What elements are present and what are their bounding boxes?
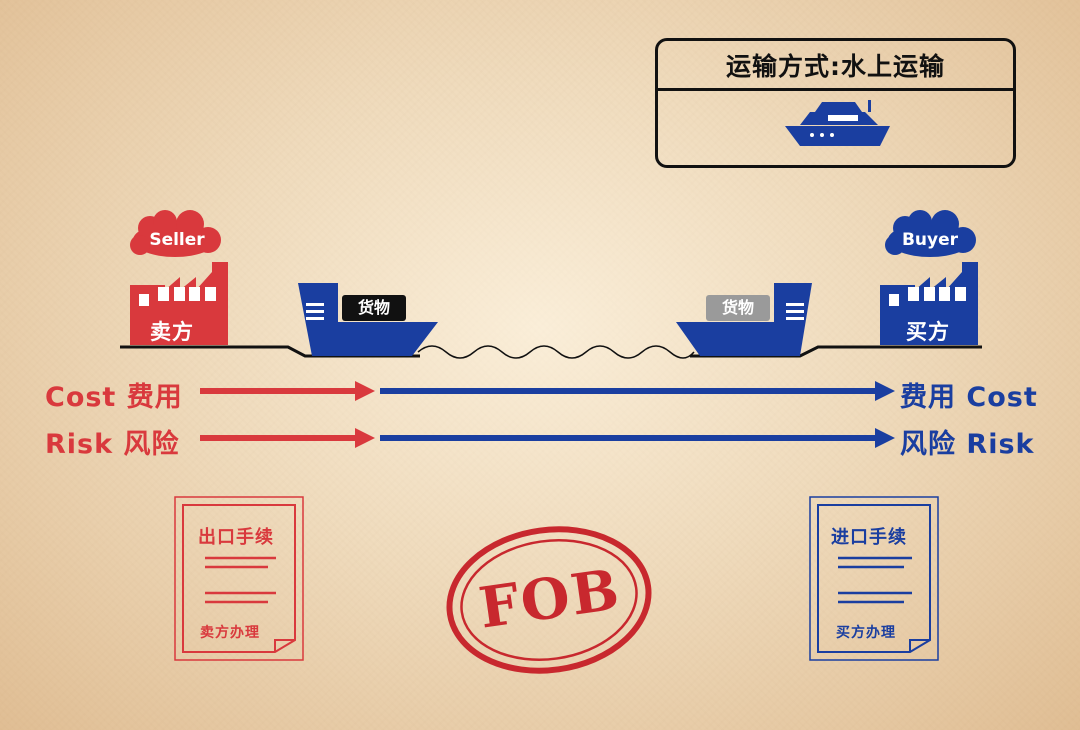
ship-icon [785,100,890,146]
right-cargo-label: 货物 [706,295,770,321]
export-doc-title: 出口手续 [198,527,274,548]
export-document [174,496,304,661]
buyer-label: 买方 [906,320,950,344]
import-doc-title: 进口手续 [831,527,907,548]
cost-label-left: Cost 费用 [45,382,183,413]
export-doc-footer: 卖方办理 [200,625,260,641]
risk-label-left: Risk 风险 [45,429,180,460]
buyer-cloud-label: Buyer [901,230,959,250]
fob-stamp [446,526,652,674]
cost-arrow [200,381,895,401]
box-divider [658,88,1013,91]
left-cargo-label: 货物 [342,295,406,321]
import-doc-footer: 买方办理 [836,625,896,641]
buyer-cloud-icon [885,210,976,257]
ground-lines [120,345,982,358]
risk-arrow [200,428,895,448]
cost-label-right: 费用 Cost [900,382,1038,413]
buyer-factory [880,262,978,345]
water-wave [417,345,695,359]
seller-factory [130,262,228,345]
transport-mode-box: 运输方式:水上运输 [655,38,1016,168]
right-ship [676,283,812,356]
import-document [809,496,939,661]
left-ship [298,283,438,356]
transport-mode-title: 运输方式:水上运输 [726,52,945,81]
seller-cloud-icon [130,210,221,257]
seller-label: 卖方 [150,320,194,344]
risk-label-right: 风险 Risk [900,429,1035,460]
seller-cloud-label: Seller [149,230,205,250]
